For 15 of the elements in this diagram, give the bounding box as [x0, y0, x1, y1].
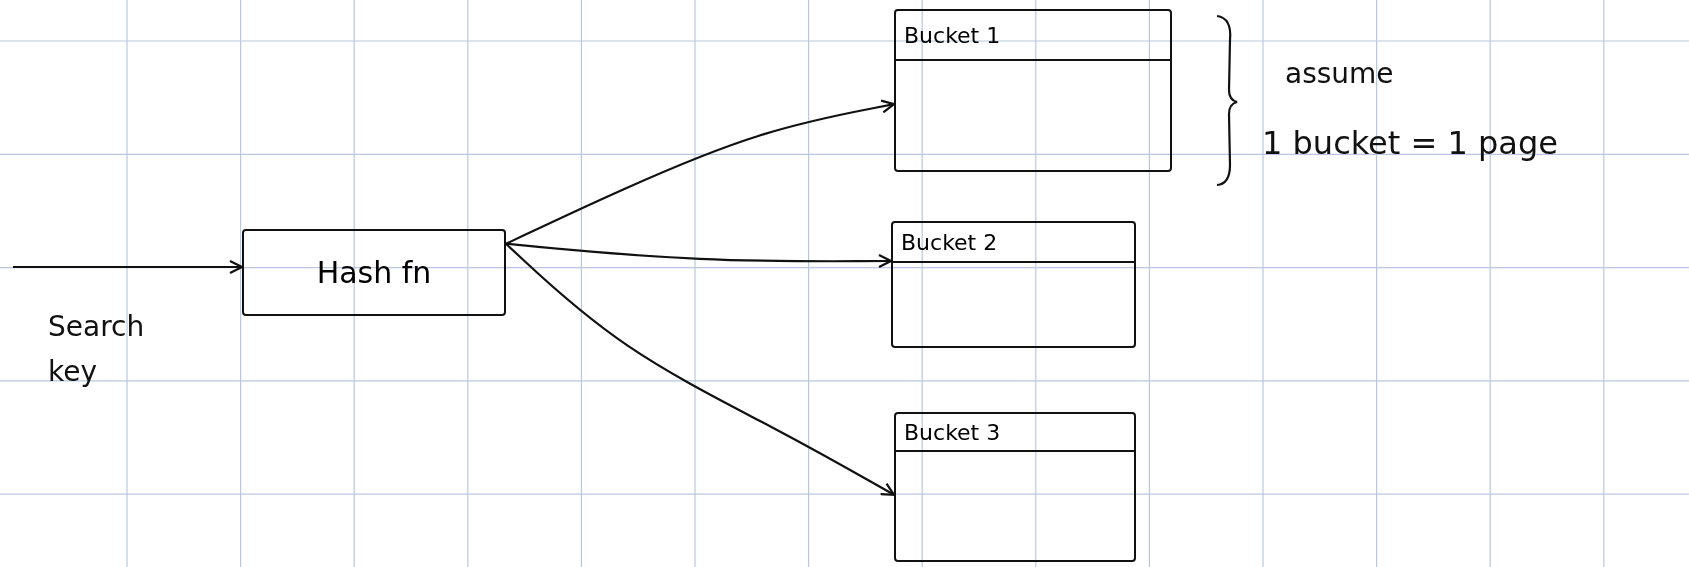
- bucket-box: [894, 412, 1136, 562]
- note-text: 1 bucket = 1 page: [1262, 123, 1559, 164]
- bucket-title: Bucket 3: [904, 420, 1001, 445]
- note-text: Search key: [48, 309, 146, 390]
- bucket-box: [894, 9, 1172, 172]
- arrow: [505, 99, 896, 245]
- arrow: [13, 259, 244, 275]
- process-box: [242, 229, 506, 316]
- bucket-box: [891, 221, 1136, 348]
- note-text: assume: [1285, 56, 1395, 92]
- bucket-title: Bucket 1: [904, 23, 1001, 48]
- bucket-title: Bucket 2: [901, 230, 998, 255]
- node-label: Hash fn: [316, 255, 432, 290]
- arrow: [505, 242, 893, 269]
- arrow: [505, 243, 896, 496]
